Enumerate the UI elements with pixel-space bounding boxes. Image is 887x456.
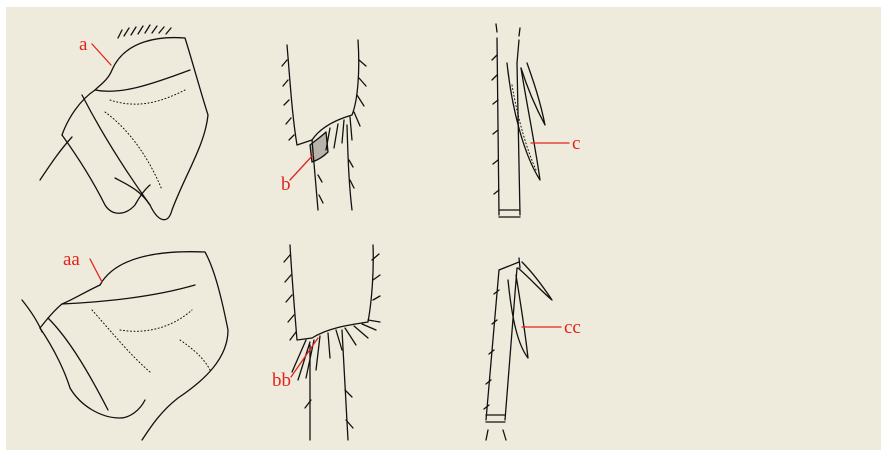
- label-cc: cc: [564, 318, 581, 337]
- drawing-spurs-top: [492, 24, 545, 217]
- drawing-leg-top: [282, 40, 366, 210]
- label-aa: aa: [63, 250, 80, 269]
- leader-line-a: [92, 44, 111, 65]
- label-a: a: [79, 35, 87, 54]
- drawing-leg-bottom: [284, 245, 380, 440]
- label-c: c: [572, 134, 580, 153]
- illustration: [6, 7, 881, 450]
- drawing-thorax-bottom: [22, 252, 228, 440]
- figure-panel: a aa b bb c cc: [6, 7, 881, 450]
- leader-line-b: [290, 155, 313, 180]
- drawing-thorax-top: [40, 25, 208, 220]
- leader-line-aa: [90, 259, 102, 282]
- label-bb: bb: [272, 371, 291, 390]
- drawing-spurs-bottom: [484, 258, 552, 440]
- label-b: b: [281, 175, 291, 194]
